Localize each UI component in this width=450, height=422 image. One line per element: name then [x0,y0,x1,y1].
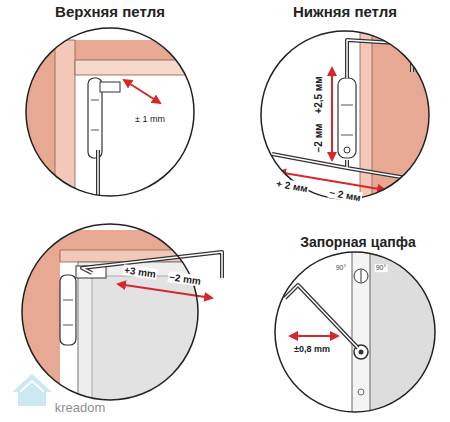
watermark: kreadom [55,401,106,415]
dimension-label: −2 mm [167,271,202,287]
dimension-label: +3 mm [122,264,157,280]
angle-label: 90° [375,264,388,272]
dimension-label: + 2 мм [274,178,309,195]
lower-hinge-panel [261,30,430,200]
dimension-label: ± 1 mm [135,115,165,125]
dimension-label: ±0,8 mm [293,345,331,355]
upper-hinge-panel [20,28,200,212]
panel-heading: Нижняя петля [293,4,397,21]
hinge-scissor-panel [15,224,222,412]
panel-heading: Верхняя петля [55,4,165,21]
watermark-icon [12,374,52,406]
dimension-label: +2,5 мм [313,76,324,113]
angle-label: 90° [335,264,348,272]
dimension-label: − 2 мм [327,187,362,204]
panel-heading: Запорная цапфа [300,235,415,250]
locking-cam-panel [275,250,450,420]
dimension-label: −2 мм [313,124,324,153]
